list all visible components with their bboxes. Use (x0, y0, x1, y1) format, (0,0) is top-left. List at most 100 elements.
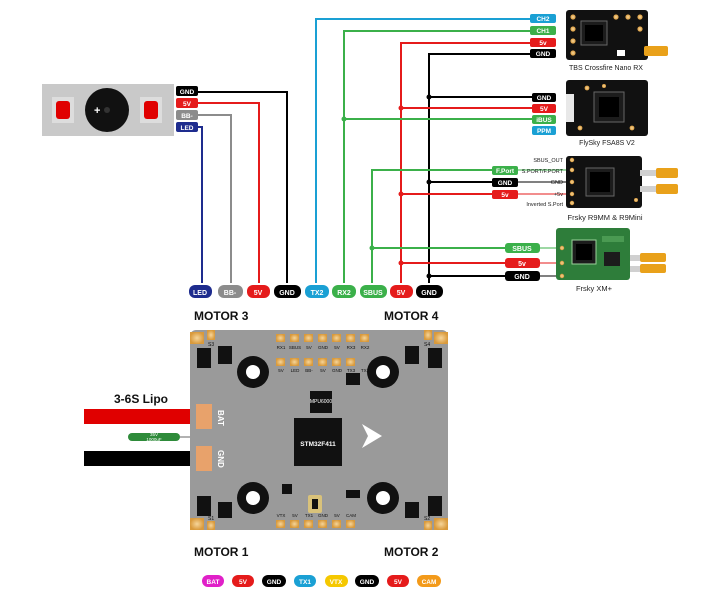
fc-top-pin (247, 285, 270, 298)
fc-top-pin-label: RX2 (337, 290, 351, 297)
mcu-label: STM32F411 (300, 441, 336, 448)
flysky-pin-ibus (532, 115, 556, 124)
flysky-pin-5v (532, 104, 556, 113)
flysky-pins: GND 5V iBUS PPM (532, 93, 556, 135)
gnd-pad-label: GND (216, 450, 225, 468)
s2-label: S2 (424, 516, 430, 522)
fc-pad-label: 5V (320, 368, 326, 373)
r9mm-name: Frsky R9MM & R9Mini (567, 213, 642, 222)
imu-chip (310, 391, 332, 413)
fc-bottom-pin (232, 575, 254, 587)
fc-top-pin (274, 285, 301, 298)
fc-pad-label: RX1 (277, 345, 286, 350)
wires (196, 18, 566, 283)
fc-pad-label: 5V (334, 345, 340, 350)
r9mm-pad-label: SBUS_OUT (533, 158, 563, 164)
fc-bottom-pin-label: 5V (239, 579, 248, 586)
buzzer-pin-2 (176, 110, 198, 120)
mcu-chip (294, 418, 342, 466)
xm-pin-label: SBUS (512, 246, 532, 253)
fc-bottom-pin-label: BAT (207, 579, 220, 586)
motor-2-label: MOTOR 2 (384, 545, 439, 559)
fc-top-pin (332, 285, 356, 298)
fc-pad-label: 5V (278, 368, 284, 373)
fc-bottom-pin-label: GND (267, 579, 282, 586)
mounting-holes (237, 356, 399, 514)
xm-pin-5v (505, 258, 540, 268)
fc-bottom-pin (417, 575, 441, 587)
crossfire-pin-label: CH2 (536, 16, 549, 23)
flysky-pin-label: GND (537, 95, 552, 102)
crossfire-pin-ch1 (530, 26, 556, 35)
xm-pin-sbus (505, 243, 540, 253)
fc-pad-label: TX1 (305, 513, 314, 518)
fc-bottom-pins: BAT 5V GND TX1 VTX GND 5V CAM (202, 575, 441, 587)
xm-receiver: Frsky XM+ SBUS 5v GND (505, 228, 666, 293)
fc-top-pin (189, 285, 212, 298)
capacitor-icon (128, 433, 180, 441)
buzzer-pin-1 (176, 98, 198, 108)
direction-arrow-icon (362, 424, 382, 448)
fc-pad-label: BB- (305, 368, 313, 373)
fc-pad-label: GND (332, 368, 343, 373)
crossfire-pin-label: 5v (539, 40, 547, 47)
buzzer-pin-0 (176, 86, 198, 96)
wire-sbus-bus (371, 169, 492, 283)
fc-bottom-pin (294, 575, 316, 587)
wire-rx2-ch1 (343, 30, 530, 283)
wire-5v-bus (400, 42, 530, 283)
fc-bottom-pin (387, 575, 409, 587)
motor-4-label: MOTOR 4 (384, 309, 439, 323)
buzzer-pin-label: LED (181, 125, 194, 132)
xm-pins: SBUS 5v GND (505, 243, 540, 281)
fc-pad-label: TX2 (361, 368, 370, 373)
xm-name: Frsky XM+ (576, 284, 613, 293)
s1-label: S1 (208, 516, 214, 522)
flysky-receiver: FlySky FSA8S V2 GND 5V iBUS PPM (532, 80, 648, 147)
fc-top-pin (416, 285, 443, 298)
crossfire-pin-ch2 (530, 14, 556, 23)
crossfire-name: TBS Crossfire Nano RX (569, 65, 643, 72)
crossfire-pin-5v (530, 38, 556, 47)
fc-top-pin-label: GND (279, 290, 295, 297)
fc-top-pin (390, 285, 413, 298)
fc-pad-label: GND (318, 345, 329, 350)
buzzer-pin-label: GND (180, 89, 195, 96)
wire-buzzer-gnd (196, 91, 288, 283)
bat-pad-label: BAT (216, 410, 225, 426)
fc-pad-label: TX3 (347, 368, 356, 373)
fc-bottom-pin-label: TX1 (299, 579, 311, 586)
r9mm-pin-5v (492, 190, 518, 199)
crossfire-pin-label: GND (536, 51, 551, 58)
buzzer-module: + GND 5V BB- LED (42, 84, 198, 136)
fc-bottom-pin (355, 575, 379, 587)
fc-pad-label: 5V (292, 513, 298, 518)
fc-bottom-pin-label: 5V (394, 579, 403, 586)
fc-bottom-pin (202, 575, 224, 587)
fc-pad-label: LED (291, 368, 301, 373)
fc-top-pin-label: GND (421, 290, 437, 297)
fc-top-pin-label: BB- (224, 290, 237, 297)
crossfire-pin-label: CH1 (536, 28, 549, 35)
r9mm-receiver: SBUS_OUT S.PORT/F.PORT GND +5v Inverted … (492, 156, 678, 222)
fc-pad-label: RX3 (347, 345, 356, 350)
r9mm-pin-label: GND (498, 180, 513, 187)
fc-top-pin (305, 285, 329, 298)
motor-3-label: MOTOR 3 (194, 309, 249, 323)
fc-bottom-pin (262, 575, 286, 587)
fc-bottom-pin-label: VTX (330, 579, 343, 586)
fc-pad-label: RX2 (361, 345, 370, 350)
fc-pad-label: 5V (334, 513, 340, 518)
r9mm-pin-gnd (492, 178, 518, 187)
xm-pin-gnd (505, 271, 540, 281)
buzzer-plus: + (94, 105, 100, 117)
r9mm-pin-label: F.Port (496, 168, 515, 175)
fc-bottom-pin (325, 575, 348, 587)
fc-top-pin (218, 285, 243, 298)
fc-pad-label: GND (318, 513, 329, 518)
battery-leads: 3-6S Lipo 35V 1000uF (84, 392, 206, 466)
flysky-pin-label: 5V (540, 106, 549, 113)
wire-buzzer-bb (196, 114, 232, 283)
buzzer-pin-label: 5V (183, 101, 192, 108)
wire-buzzer-led (196, 126, 203, 283)
